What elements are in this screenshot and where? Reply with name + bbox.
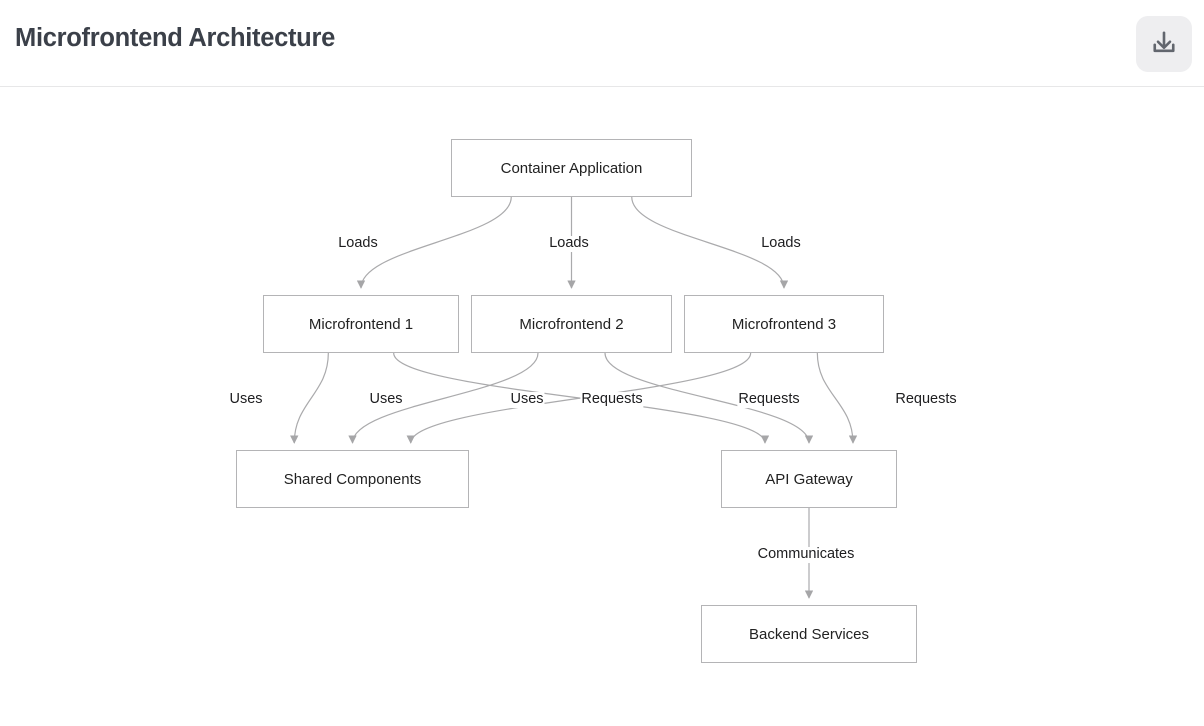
edge-label-mfe1-shared: Uses xyxy=(228,391,264,408)
app-header: Microfrontend Architecture xyxy=(0,0,1204,87)
edge-container-mfe1 xyxy=(356,196,512,289)
edge-label-container-mfe2: Loads xyxy=(548,235,590,252)
edge-label-mfe3-shared: Uses xyxy=(509,391,545,408)
edge-mfe1-shared xyxy=(290,352,329,444)
edge-label-mfe3-gateway: Requests xyxy=(894,391,958,408)
edge-mfe2-shared xyxy=(348,352,539,444)
node-mfe1[interactable]: Microfrontend 1 xyxy=(263,295,459,353)
node-mfe2[interactable]: Microfrontend 2 xyxy=(471,295,672,353)
node-label: API Gateway xyxy=(765,470,853,488)
node-shared[interactable]: Shared Components xyxy=(236,450,469,508)
node-label: Backend Services xyxy=(748,625,870,643)
edge-container-mfe3 xyxy=(631,196,789,289)
node-label: Container Application xyxy=(500,159,643,177)
edge-label-mfe2-shared: Uses xyxy=(368,391,404,408)
node-label: Microfrontend 1 xyxy=(308,315,414,333)
page-title: Microfrontend Architecture xyxy=(15,24,335,52)
edge-label-mfe1-gateway: Requests xyxy=(580,391,644,408)
edge-mfe1-gateway xyxy=(393,352,770,444)
node-label: Microfrontend 3 xyxy=(731,315,837,333)
node-label: Microfrontend 2 xyxy=(519,315,624,333)
edge-label-gateway-backend: Communicates xyxy=(756,546,856,563)
edge-mfe2-gateway xyxy=(604,352,814,444)
edge-mfe3-gateway xyxy=(816,352,858,444)
node-backend[interactable]: Backend Services xyxy=(701,605,917,663)
edge-label-mfe2-gateway: Requests xyxy=(737,391,801,408)
download-icon xyxy=(1149,29,1179,59)
node-label: Shared Components xyxy=(283,470,422,488)
edge-label-container-mfe1: Loads xyxy=(337,235,379,252)
download-button[interactable] xyxy=(1136,16,1192,72)
edge-layer xyxy=(290,196,858,599)
node-container[interactable]: Container Application xyxy=(451,139,692,197)
node-gateway[interactable]: API Gateway xyxy=(721,450,897,508)
node-mfe3[interactable]: Microfrontend 3 xyxy=(684,295,884,353)
edge-label-container-mfe3: Loads xyxy=(760,235,802,252)
